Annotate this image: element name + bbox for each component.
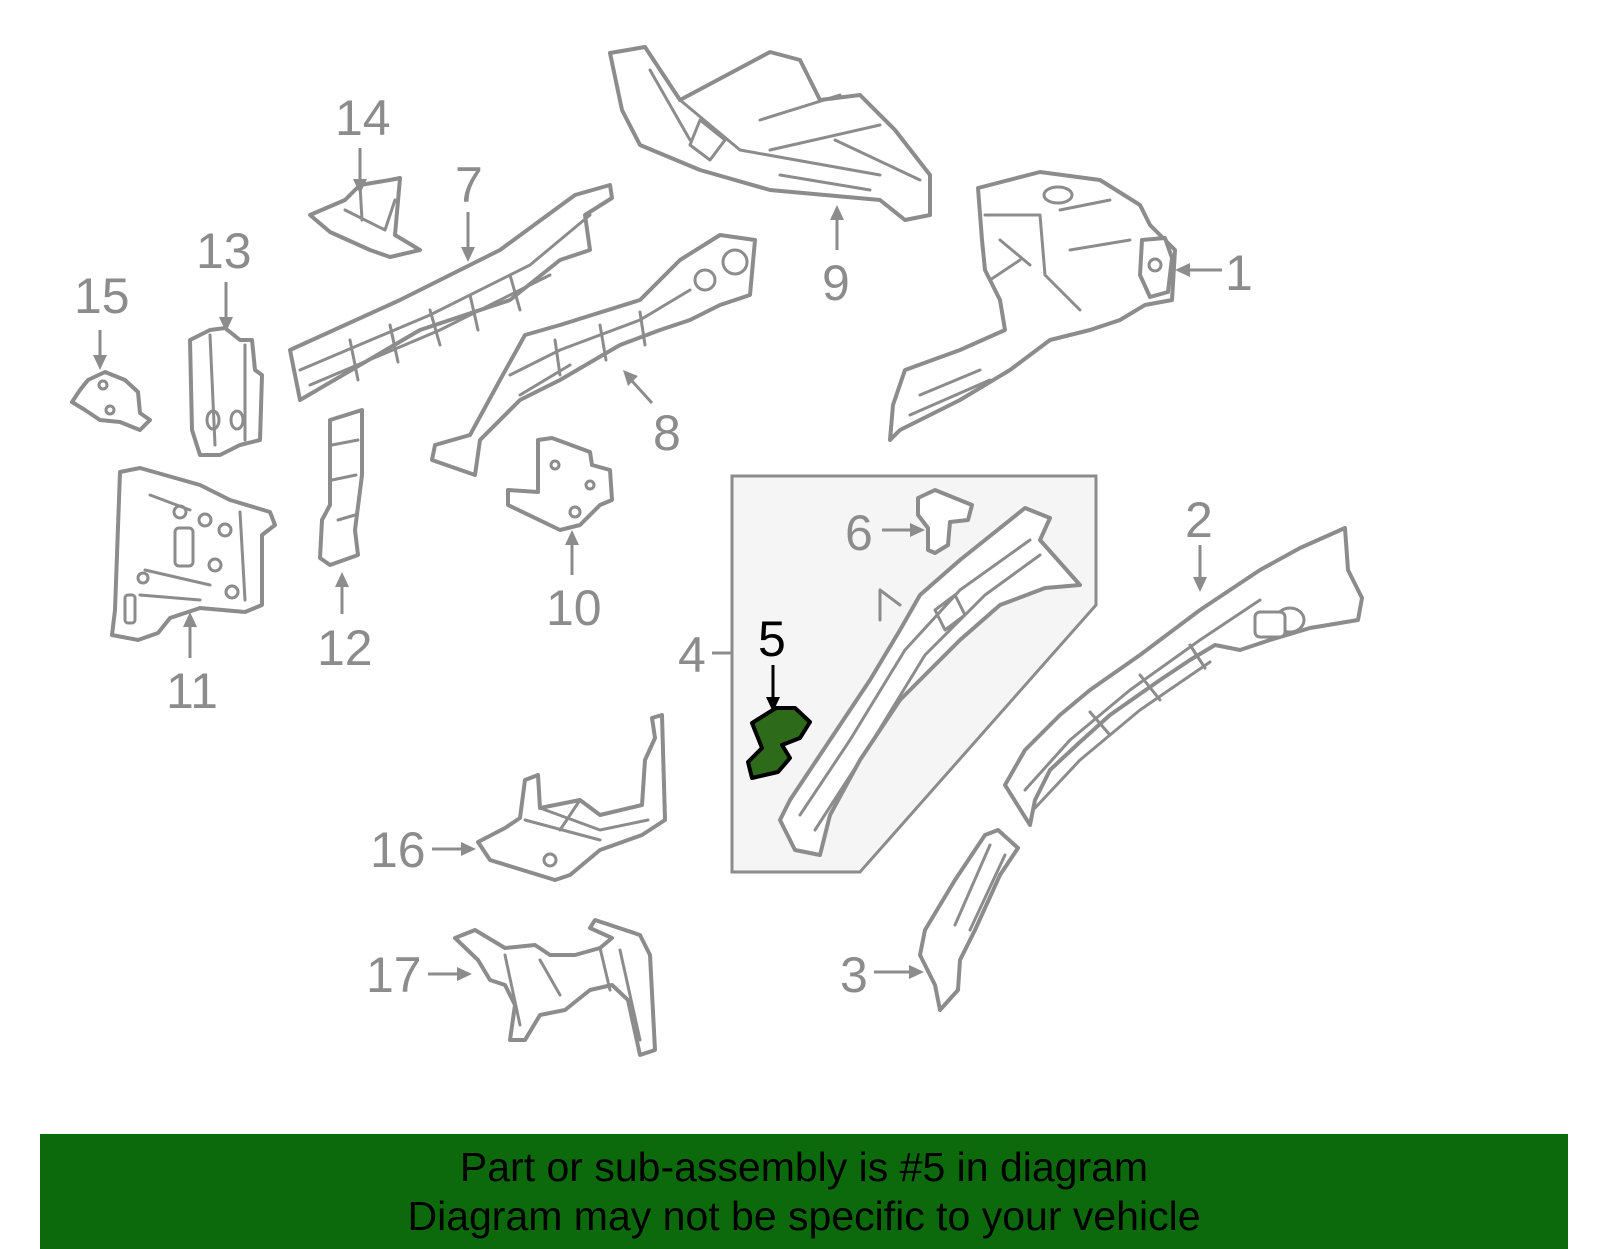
part-1[interactable] <box>888 170 1177 442</box>
callout-12[interactable]: 12 <box>317 620 373 676</box>
part-13[interactable] <box>188 326 264 457</box>
part-5-highlight <box>746 706 812 780</box>
info-banner: Part or sub-assembly is #5 in diagram Di… <box>40 1134 1568 1249</box>
callout-2[interactable]: 2 <box>1185 492 1213 548</box>
banner-line-2: Diagram may not be specific to your vehi… <box>407 1192 1201 1239</box>
part-10[interactable] <box>506 436 614 532</box>
callout-15[interactable]: 15 <box>74 268 130 324</box>
sub-assembly-4[interactable] <box>730 474 1098 874</box>
callout-6[interactable]: 6 <box>845 505 873 561</box>
part-2[interactable] <box>1003 526 1364 827</box>
callout-11[interactable]: 11 <box>166 663 218 719</box>
part-14[interactable] <box>308 176 422 259</box>
part-7[interactable] <box>288 183 614 402</box>
leader-lines <box>93 148 1222 981</box>
part-16[interactable] <box>476 713 667 882</box>
callout-9[interactable]: 9 <box>822 255 850 311</box>
callout-1[interactable]: 1 <box>1225 245 1253 301</box>
callout-16[interactable]: 16 <box>370 822 426 878</box>
callout-13[interactable]: 13 <box>196 223 252 279</box>
part-15[interactable] <box>70 370 152 432</box>
callout-3[interactable]: 3 <box>840 947 868 1003</box>
callout-4[interactable]: 4 <box>678 627 706 683</box>
callout-10[interactable]: 10 <box>546 580 602 636</box>
part-17[interactable] <box>453 918 657 1057</box>
part-3[interactable] <box>918 828 1020 1012</box>
callout-17[interactable]: 17 <box>366 947 422 1003</box>
part-11[interactable] <box>110 466 277 642</box>
callout-14[interactable]: 14 <box>335 90 391 146</box>
banner-line-1: Part or sub-assembly is #5 in diagram <box>459 1143 1149 1190</box>
part-8[interactable] <box>430 233 757 477</box>
callout-labels: 1 2 3 4 5 6 7 8 9 10 11 12 13 14 15 16 1… <box>74 90 1253 1003</box>
callout-8[interactable]: 8 <box>653 405 681 461</box>
part-12[interactable] <box>318 408 364 567</box>
callout-7[interactable]: 7 <box>455 157 483 213</box>
part-9[interactable] <box>608 45 932 222</box>
callout-5[interactable]: 5 <box>758 611 786 667</box>
